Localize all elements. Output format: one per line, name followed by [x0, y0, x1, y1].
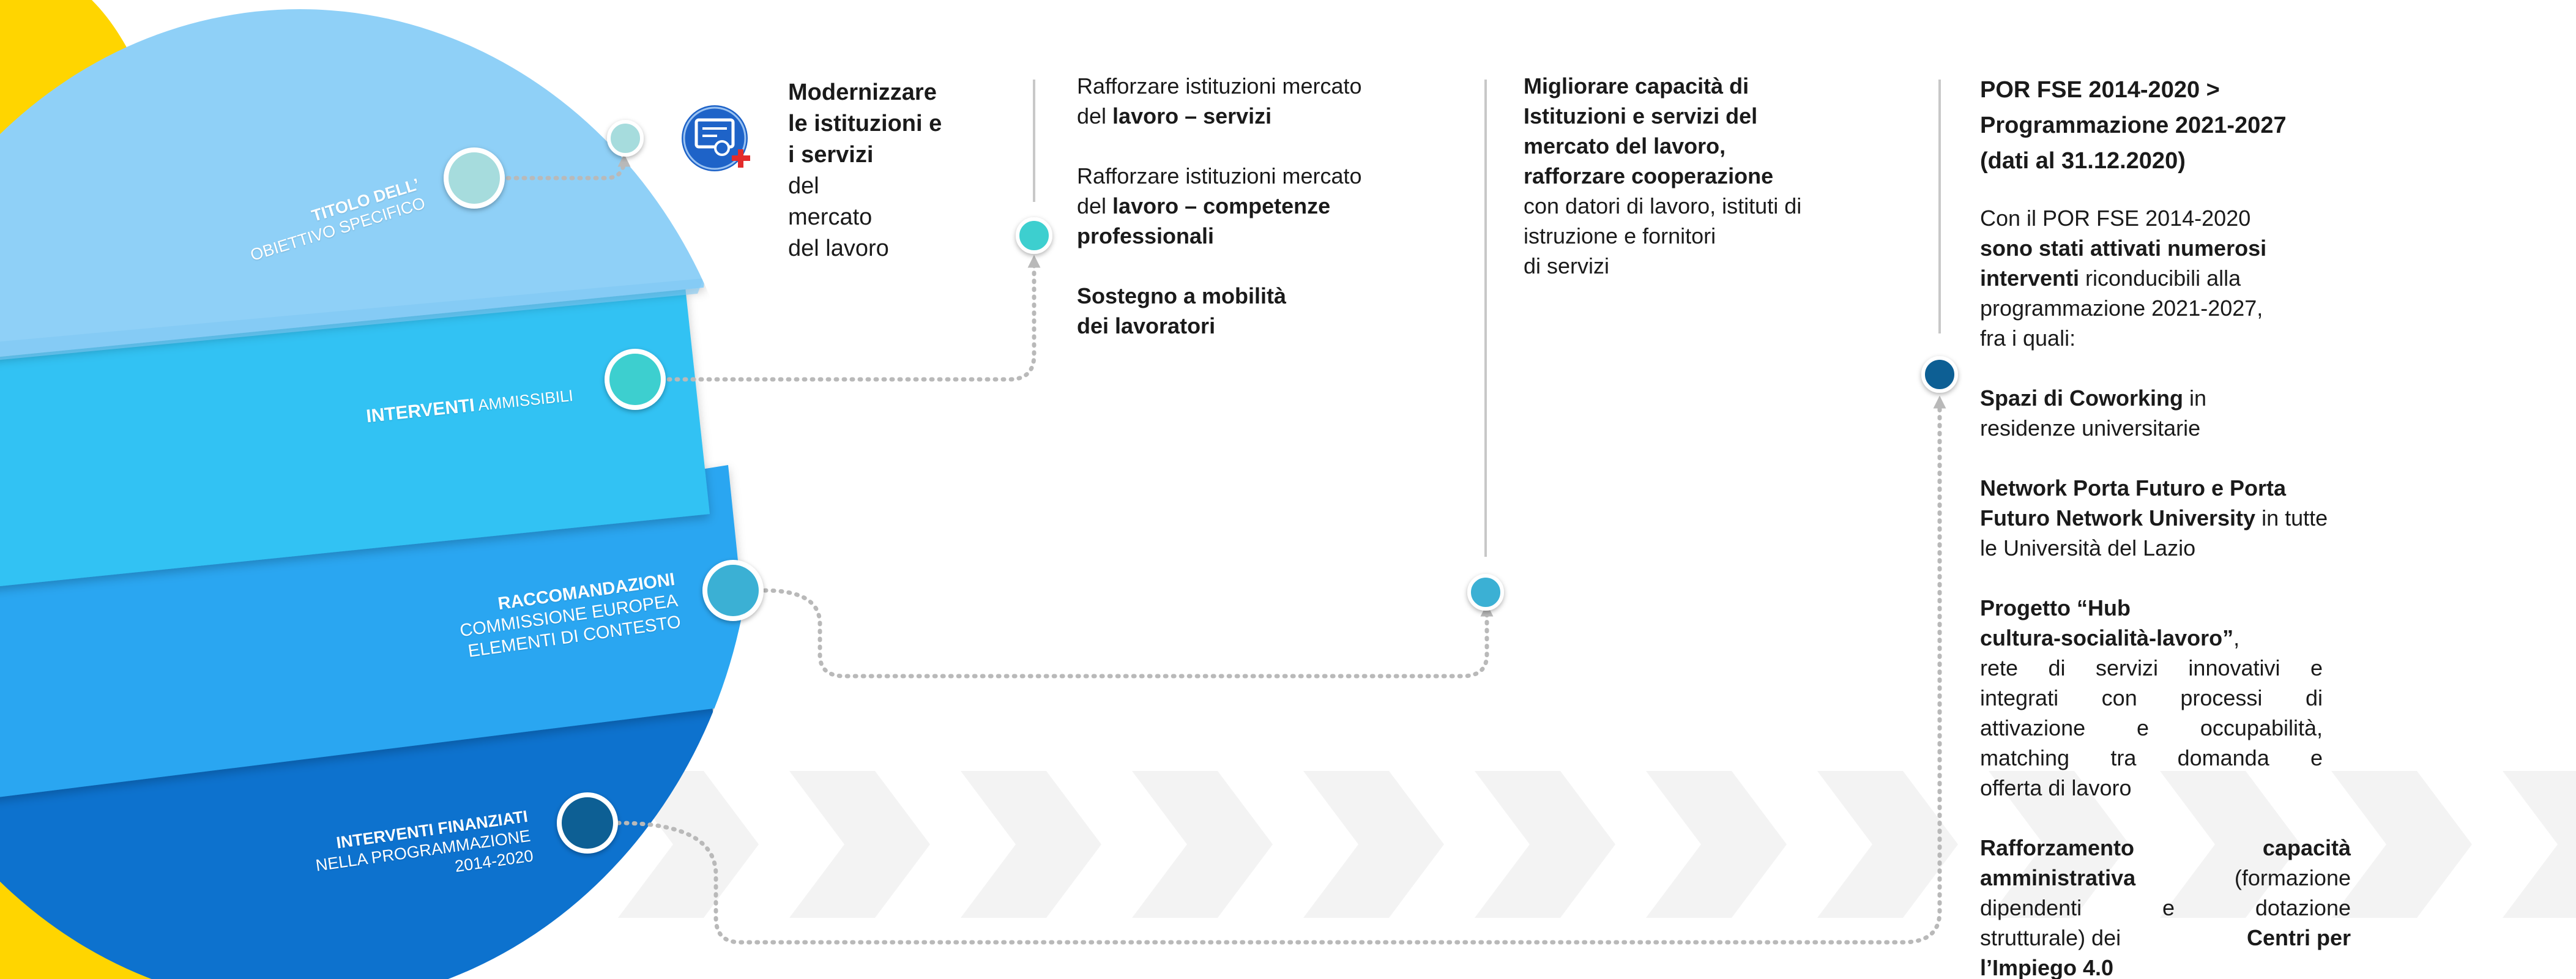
funded-item-2-line2n: in tutte [2255, 505, 2328, 530]
intervention-2: Rafforzare istituzioni mercato del lavor… [1077, 161, 1420, 251]
intervention-3-line2: dei lavoratori [1077, 313, 1216, 338]
objective-title-line3: i servizi [788, 142, 874, 168]
marker-dot-3 [702, 560, 764, 621]
target-dot-3 [1467, 574, 1504, 611]
recommendation-line6: istruzione e fornitori [1524, 223, 1716, 248]
funded-item-3-line2b: cultura-socialità-lavoro” [1980, 625, 2234, 650]
target-dot-1 [607, 120, 644, 157]
funded-item-4-line3: dipendenti e dotazione [1980, 895, 2351, 920]
funded-item-1-normal: in [2183, 385, 2207, 411]
arrow-3 [762, 588, 1494, 679]
funded-intro-line5: fra i quali: [1980, 326, 2076, 351]
funded-item-4-line2b: amministrativa [1980, 865, 2136, 890]
objective-title-line5: mercato [788, 204, 873, 230]
funded-item-3-line4: integrati con processi di [1980, 685, 2323, 710]
connector-arrows [505, 154, 1946, 945]
funded-item-3-line5: attivazione e occupabilità, [1980, 715, 2323, 740]
funded-item-2-line3: le Università del Lazio [1980, 535, 2196, 560]
funded-item-3-line2n: , [2233, 625, 2240, 650]
intervention-2-line2a: del [1077, 193, 1113, 218]
objective-title-line1: Modernizzare [788, 80, 937, 105]
funded-title-line1: POR FSE 2014-2020 > [1980, 77, 2220, 103]
intervention-3-line1: Sostegno a mobilità [1077, 283, 1287, 308]
funded-interventions: POR FSE 2014-2020 > Programmazione 2021-… [1980, 72, 2372, 979]
funded-item-4-line5: l’Impiego 4.0 [1980, 955, 2114, 979]
band-3 [0, 465, 753, 798]
recommendation-line3: mercato del lavoro, [1524, 133, 1726, 158]
funded-intro-line4: programmazione 2021-2027, [1980, 296, 2263, 321]
recommendation-line7: di servizi [1524, 253, 1610, 278]
objective-title-line4: del [788, 173, 819, 199]
intervention-1-line2a: del [1077, 103, 1113, 128]
funded-item-1: Spazi di Coworking in residenze universi… [1980, 383, 2372, 443]
objective-title: Modernizzare le istituzioni e i servizi … [788, 77, 972, 264]
funded-intro-line2: sono stati attivati numerosi [1980, 236, 2267, 261]
funded-intro-line3n: riconducibili alla [2079, 266, 2241, 291]
funded-title-line2: Programmazione 2021-2027 [1980, 113, 2287, 138]
plus-icon [732, 149, 750, 168]
background-chevrons [618, 771, 2576, 918]
funded-item-3-line6: matching tra domanda e [1980, 745, 2323, 770]
funded-item-1-bold: Spazi di Coworking [1980, 385, 2184, 411]
funded-title: POR FSE 2014-2020 > Programmazione 2021-… [1980, 72, 2372, 179]
intervention-1: Rafforzare istituzioni mercato del lavor… [1077, 71, 1420, 131]
recommendations: Migliorare capacità di Istituzioni e ser… [1524, 71, 1866, 281]
band-markers [444, 147, 764, 854]
marker-dot-4 [557, 792, 618, 854]
recommendation-line5: con datori di lavoro, istituti di [1524, 193, 1802, 218]
funded-item-1-line2: residenze universitarie [1980, 415, 2201, 441]
certificate-icon [682, 105, 748, 171]
recommendation-line4: rafforzare cooperazione [1524, 163, 1774, 188]
intervention-1-line1: Rafforzare istituzioni mercato [1077, 73, 1362, 99]
recommendation-line1: Migliorare capacità di [1524, 73, 1749, 99]
band-2 [0, 288, 710, 587]
funded-item-3: Progetto “Hub cultura-socialità-lavoro”,… [1980, 593, 2323, 803]
funded-item-3-line1: Progetto “Hub [1980, 595, 2131, 620]
intervention-2-line1: Rafforzare istituzioni mercato [1077, 163, 1362, 188]
target-dot-4 [1921, 356, 1958, 393]
funded-item-2-line2b: Futuro Network University [1980, 505, 2256, 530]
funded-title-line3: (dati al 31.12.2020) [1980, 148, 2186, 174]
admissible-interventions: Rafforzare istituzioni mercato del lavor… [1077, 71, 1420, 341]
intervention-2-line2b: lavoro – competenze [1112, 193, 1331, 218]
funded-item-4-line4a: strutturale) dei [1980, 925, 2121, 950]
objective-title-line6: del lavoro [788, 236, 889, 261]
arrow-2 [658, 255, 1041, 382]
intervention-2-line3: professionali [1077, 223, 1215, 248]
funded-item-2: Network Porta Futuro e Porta Futuro Netw… [1980, 473, 2372, 563]
funded-intro-line1: Con il POR FSE 2014-2020 [1980, 206, 2251, 231]
marker-dot-1 [444, 147, 505, 209]
recommendation-line2: Istituzioni e servizi del [1524, 103, 1758, 128]
objective-title-line2: le istituzioni e [788, 111, 942, 136]
funded-item-4: Rafforzamento capacità amministrativa (f… [1980, 833, 2351, 979]
intervention-3: Sostegno a mobilità dei lavoratori [1077, 281, 1420, 341]
funded-item-4-line1: Rafforzamento capacità [1980, 835, 2351, 860]
marker-dot-2 [605, 349, 666, 410]
funded-intro: Con il POR FSE 2014-2020 sono stati atti… [1980, 203, 2372, 353]
target-dots [607, 120, 1958, 611]
funded-item-4-line2n: (formazione [2234, 865, 2351, 890]
funded-item-3-line7: offerta di lavoro [1980, 775, 2132, 800]
intervention-1-line2b: lavoro – servizi [1112, 103, 1272, 128]
funded-intro-line3b: interventi [1980, 266, 2080, 291]
arrow-1 [505, 154, 631, 181]
arrow-4 [616, 395, 1946, 945]
funded-item-3-line3: rete di servizi innovativi e [1980, 655, 2323, 680]
funded-item-4-line4b: Centri per [2246, 925, 2351, 950]
funded-item-2-line1: Network Porta Futuro e Porta [1980, 475, 2287, 501]
target-dot-2 [1016, 217, 1052, 254]
